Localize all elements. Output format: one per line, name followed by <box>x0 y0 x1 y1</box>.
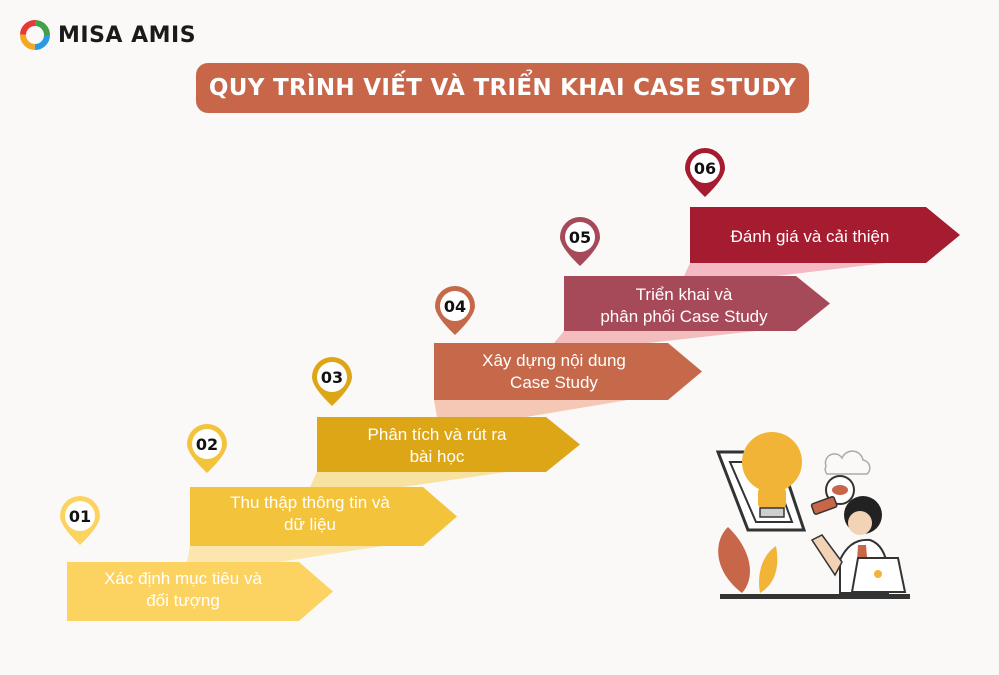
title-banner: QUY TRÌNH VIẾT VÀ TRIỂN KHAI CASE STUDY <box>196 63 809 113</box>
spyglass-icon <box>810 496 838 515</box>
brand-name: MISA AMIS <box>58 22 197 48</box>
person-arm-icon <box>810 534 843 577</box>
eye-icon <box>832 485 848 495</box>
step-pin-center-3 <box>317 362 347 392</box>
step-pin-center-4 <box>440 291 470 321</box>
small-leaf-icon <box>759 546 778 593</box>
step-arrow-4 <box>434 343 702 400</box>
step-connector-1 <box>187 546 383 562</box>
step-label-6: Đánh giá và cải thiện <box>730 227 890 246</box>
lightbulb-neck-icon <box>758 488 786 508</box>
desk-icon <box>720 594 910 599</box>
step-connector-3 <box>434 400 628 417</box>
laptop-logo-icon <box>874 570 882 578</box>
step-arrow-1 <box>67 562 333 621</box>
step-number-4: 04 <box>443 296 467 316</box>
step-number-3: 03 <box>320 367 344 387</box>
page-title: QUY TRÌNH VIẾT VÀ TRIỂN KHAI CASE STUDY <box>208 75 797 101</box>
step-number-6: 06 <box>693 158 717 178</box>
step-number-2: 02 <box>195 434 219 454</box>
cloud-icon <box>824 450 871 475</box>
misa-logo-icon <box>20 20 50 50</box>
step-connector-5 <box>684 263 886 276</box>
step-arrow-5 <box>564 276 830 331</box>
step-pin-center-1 <box>65 501 95 531</box>
step-arrow-3 <box>317 417 580 472</box>
step-pin-center-6 <box>690 153 720 183</box>
leaf-icon <box>718 527 750 593</box>
step-connector-4 <box>554 331 756 343</box>
brand-logo: MISA AMIS <box>20 20 196 50</box>
step-number-1: 01 <box>68 506 92 526</box>
step-arrow-2 <box>190 487 457 546</box>
step-connector-2 <box>310 472 506 487</box>
person-face-icon <box>848 511 872 535</box>
step-pin-center-5 <box>565 222 595 252</box>
lightbulb-icon <box>742 432 802 492</box>
step-arrow-6 <box>690 207 960 263</box>
step-pin-center-2 <box>192 429 222 459</box>
step-number-5: 05 <box>568 227 592 247</box>
lightbulb-base-icon <box>759 507 785 518</box>
